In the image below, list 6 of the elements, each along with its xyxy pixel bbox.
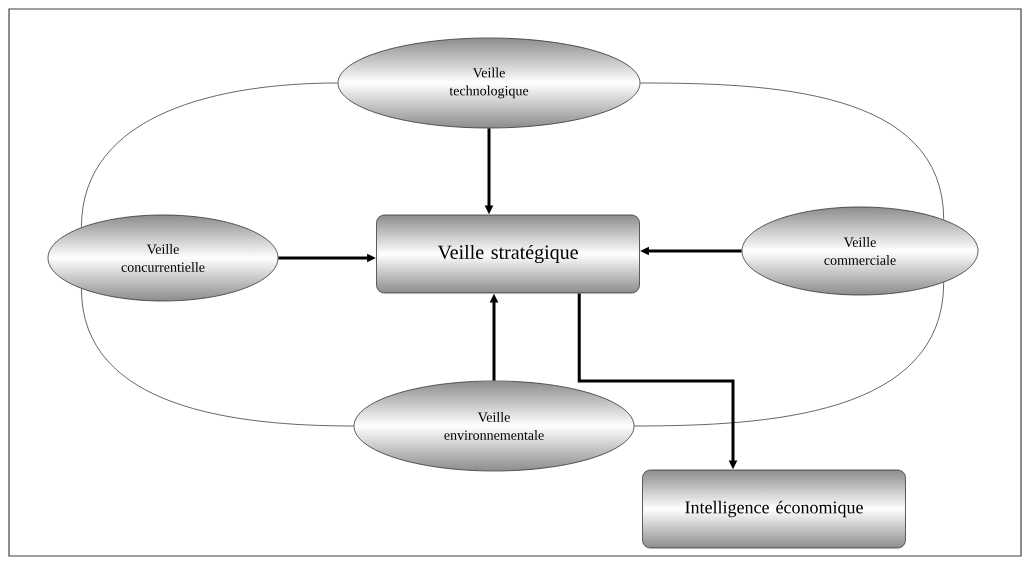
connector-line — [634, 282, 944, 427]
connector-line — [640, 82, 944, 220]
process-box: Veille stratégique — [376, 214, 640, 294]
process-box: Intelligence économique — [642, 469, 906, 549]
connector-line — [81, 288, 354, 427]
connector-line — [81, 82, 338, 228]
